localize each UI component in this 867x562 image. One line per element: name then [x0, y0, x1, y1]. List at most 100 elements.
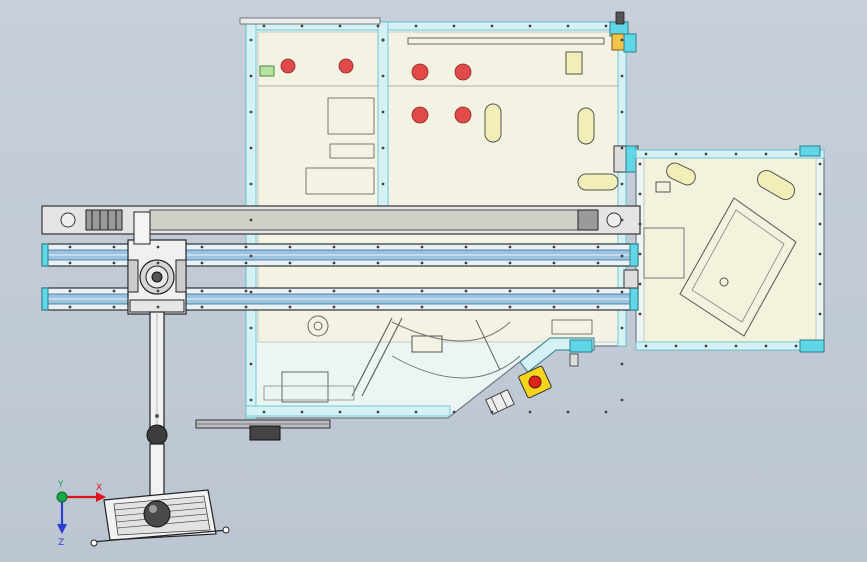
cable-gland — [485, 389, 515, 415]
top-left-ledge — [239, 17, 381, 25]
carriage[interactable] — [127, 211, 187, 315]
bolt-dot — [674, 344, 678, 348]
carriage-tab — [127, 259, 139, 293]
bolt-dot — [381, 146, 385, 150]
bolt-dot — [638, 312, 642, 316]
orientation-triad: X Y Z — [56, 480, 106, 548]
bolt-dot — [288, 289, 292, 293]
bolt-dot — [249, 182, 253, 186]
bolt-dot — [464, 289, 468, 293]
frame-bar-bottom — [245, 405, 451, 417]
bolt-dot — [818, 282, 822, 286]
bolt-dot — [112, 245, 116, 249]
bolt-dot — [566, 24, 570, 28]
bolt-dot — [528, 410, 532, 414]
bolt-dot — [420, 289, 424, 293]
handle-block — [249, 425, 281, 441]
bolt-dot — [112, 261, 116, 265]
bolt-dot — [332, 289, 336, 293]
column-shaft-lower — [149, 443, 165, 501]
bolt-dot — [490, 410, 494, 414]
bolt-dot — [376, 261, 380, 265]
diagonal-strut — [351, 317, 393, 397]
bolt-dot — [818, 222, 822, 226]
bolt-dot — [620, 362, 624, 366]
guard-post — [569, 353, 579, 367]
overhead-beam[interactable] — [41, 205, 641, 235]
bolt-dot — [332, 261, 336, 265]
bolt-dot — [381, 182, 385, 186]
bolt-layer — [68, 24, 822, 414]
tool-head-highlight — [149, 505, 157, 513]
bolt-dot — [508, 261, 512, 265]
beam-clamp — [577, 209, 599, 231]
bolt-dot — [332, 305, 336, 309]
red-indicator — [411, 63, 429, 81]
rotated-plate-inner — [691, 209, 785, 323]
bolt-dot — [288, 245, 292, 249]
bolt-dot — [381, 110, 385, 114]
tool-head[interactable] — [90, 489, 230, 547]
emergency-stop-button[interactable] — [518, 365, 552, 399]
bolt-dot — [552, 289, 556, 293]
beam-end-hole — [60, 212, 76, 228]
bolt-dot — [249, 110, 253, 114]
bolt-dot — [262, 410, 266, 414]
corner-block — [799, 339, 825, 353]
bolt-dot — [249, 254, 253, 258]
bolt-dot — [381, 38, 385, 42]
lower-bearing-core — [313, 321, 323, 331]
bottom-handle[interactable] — [195, 419, 331, 441]
bolt-dot — [620, 182, 624, 186]
bolt-dot — [420, 261, 424, 265]
tool-column[interactable] — [146, 311, 168, 501]
rail-end-cap — [629, 243, 639, 267]
bolt-dot — [68, 305, 72, 309]
triad-y-label: Y — [57, 480, 64, 490]
bolt-dot — [620, 146, 624, 150]
carriage-bearing-inner — [151, 271, 163, 283]
bolt-dot — [704, 152, 708, 156]
bolt-dot — [794, 152, 798, 156]
red-indicator — [280, 58, 296, 74]
bolt-dot — [818, 162, 822, 166]
bolt-dot — [200, 289, 204, 293]
pill-slot — [666, 162, 696, 186]
bolt-dot — [68, 289, 72, 293]
bolt-dot — [288, 305, 292, 309]
angled-guard[interactable] — [485, 337, 595, 415]
red-indicator — [454, 106, 472, 124]
right-extension[interactable] — [635, 145, 825, 353]
bolt-dot — [68, 261, 72, 265]
bolt-dot — [638, 162, 642, 166]
bolt-dot — [596, 261, 600, 265]
linear-rail-upper[interactable] — [41, 243, 639, 267]
pill-slot — [484, 103, 502, 143]
bolt-dot — [638, 252, 642, 256]
bolt-dot — [620, 290, 624, 294]
column-bolt — [155, 414, 159, 418]
green-marker — [259, 65, 275, 77]
internal-plate — [329, 143, 375, 159]
guard-corner — [569, 339, 593, 353]
extension-block — [643, 227, 685, 279]
internal-plate — [305, 167, 375, 195]
tool-head-sphere — [143, 500, 171, 528]
bolt-dot — [620, 398, 624, 402]
beam-center-panel — [149, 209, 587, 231]
bolt-dot — [764, 344, 768, 348]
lower-arc — [391, 321, 511, 342]
cable-gland-body — [485, 389, 515, 415]
bolt-dot — [464, 305, 468, 309]
triad-y-axis — [56, 491, 68, 503]
bolt-dot — [620, 110, 624, 114]
bolt-dot — [734, 344, 738, 348]
bolt-dot — [638, 282, 642, 286]
beam-end-hole — [606, 212, 622, 228]
red-indicator — [411, 106, 429, 124]
bolt-dot — [508, 289, 512, 293]
bolt-dot — [112, 305, 116, 309]
bolt-dot — [596, 305, 600, 309]
